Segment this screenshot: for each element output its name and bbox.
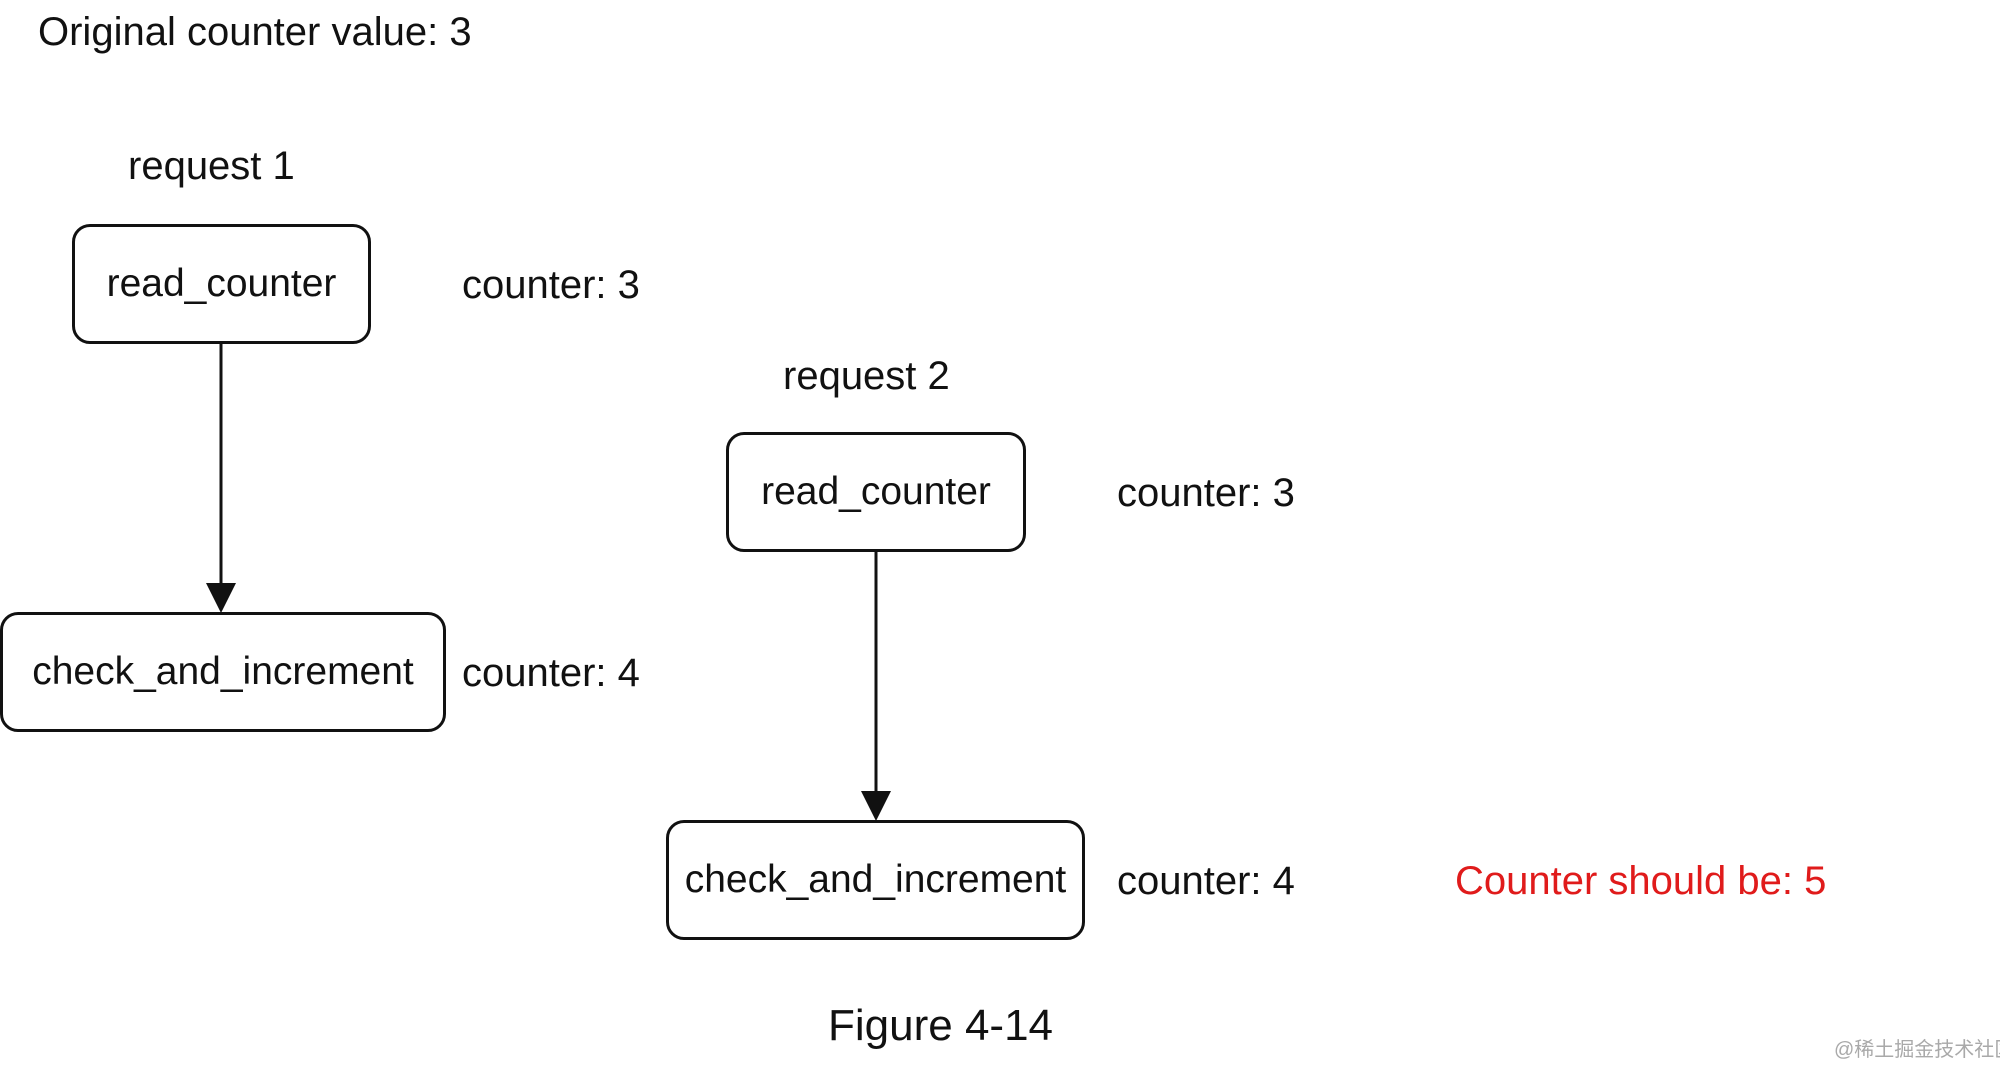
request-2-label: request 2 — [783, 354, 950, 398]
request-1-label: request 1 — [128, 144, 295, 188]
figure-caption: Figure 4-14 — [828, 1001, 1054, 1050]
request-1-read-counter-value: counter: 3 — [462, 263, 640, 307]
request-2-read-counter-label: read_counter — [761, 470, 991, 513]
request-1-read-counter-label: read_counter — [106, 262, 337, 305]
request-2-check-and-increment-box: check_and_increment — [666, 820, 1085, 940]
watermark: @稀土掘金技术社区 — [1834, 1039, 2000, 1061]
request-2-check-and-increment-value: counter: 4 — [1117, 859, 1295, 903]
request-2-read-counter-value: counter: 3 — [1117, 471, 1295, 515]
request-2-read-counter-box: read_counter — [726, 432, 1026, 552]
request-2-check-and-increment-label: check_and_increment — [684, 858, 1067, 901]
request-1-check-and-increment-label: check_and_increment — [32, 650, 414, 693]
request-1-read-counter-box: read_counter — [72, 224, 371, 344]
diagram-title: Original counter value: 3 — [38, 10, 472, 54]
request-1-check-and-increment-box: check_and_increment — [0, 612, 446, 732]
request-1-check-and-increment-value: counter: 4 — [462, 651, 640, 695]
expected-counter-note: Counter should be: 5 — [1455, 859, 1827, 903]
